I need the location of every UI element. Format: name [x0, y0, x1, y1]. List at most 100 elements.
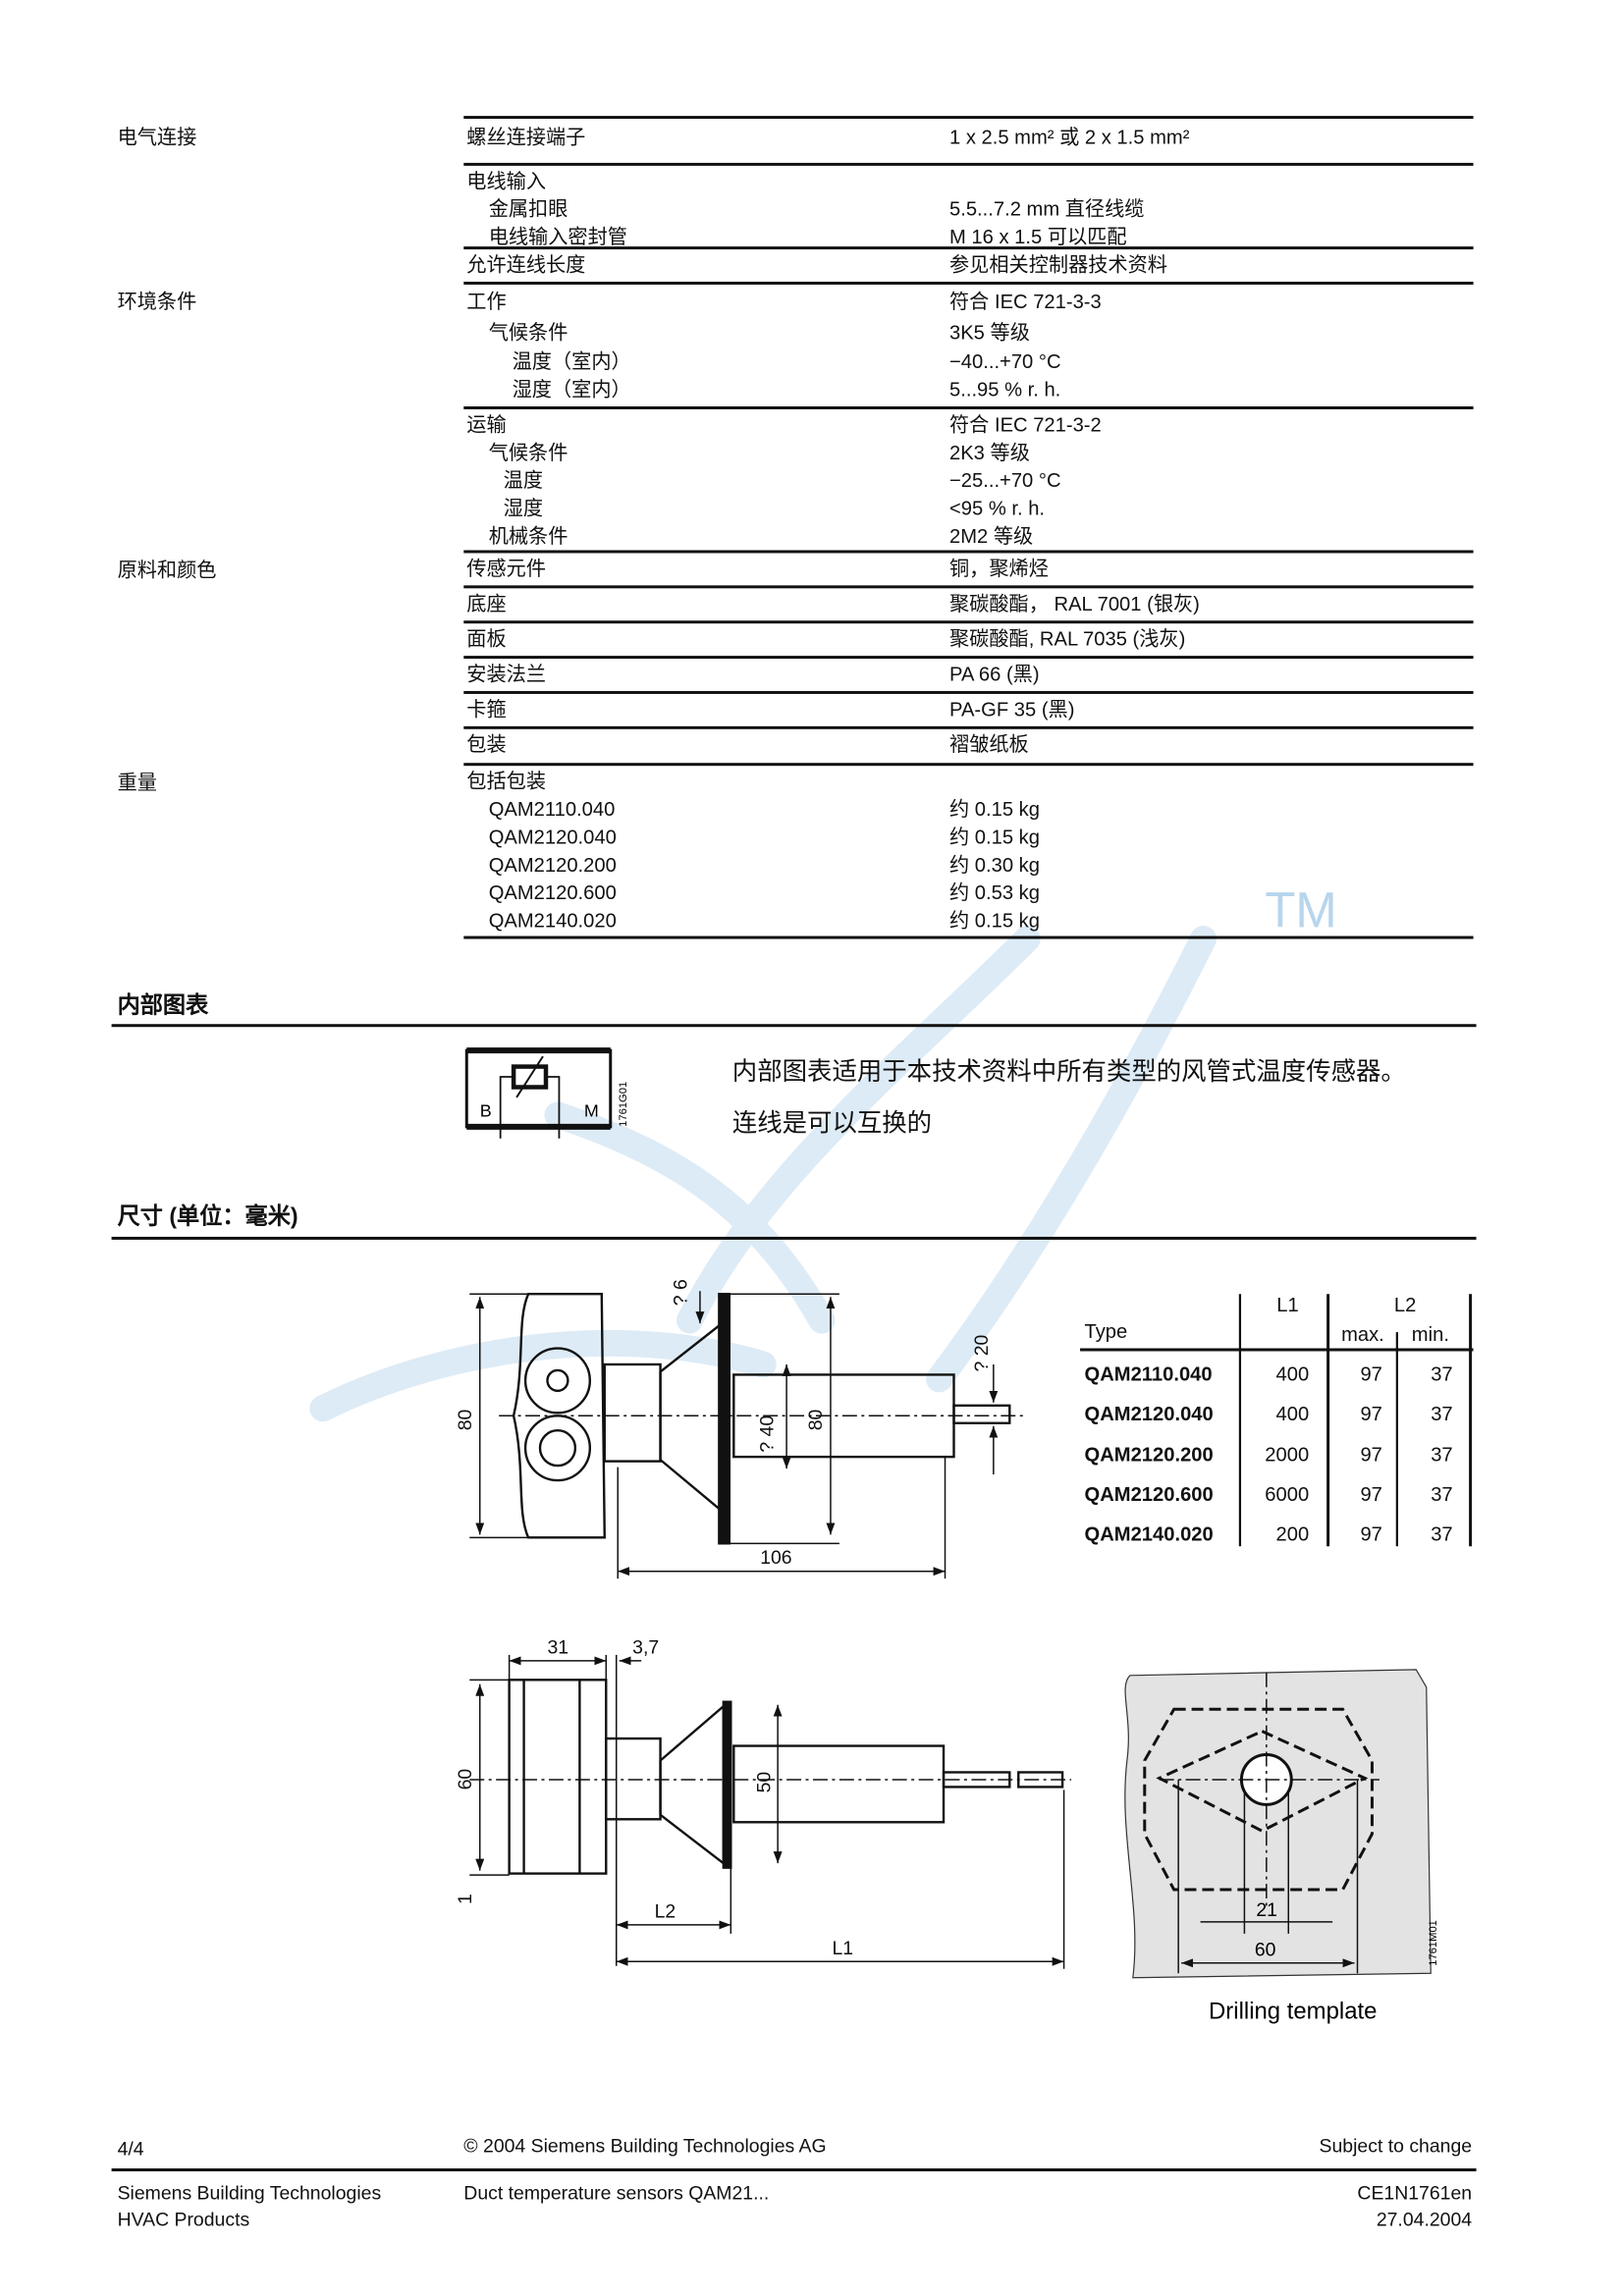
- spec-label: 螺丝连接端子: [466, 126, 586, 148]
- spec-row: 包括包装: [463, 768, 1473, 795]
- header-min: min.: [1411, 1323, 1449, 1346]
- spec-value: −40...+70 °C: [949, 350, 1061, 373]
- section-label: 环境条件: [117, 290, 197, 313]
- spec-group: 原料和颜色传感元件铜，聚烯烃: [118, 550, 1474, 585]
- spec-value: 褶皱纸板: [949, 733, 1029, 756]
- subject-to-change: Subject to change: [1319, 2134, 1473, 2158]
- spec-row: 湿度（室内）5...95 % r. h.: [463, 376, 1473, 403]
- drilling-template-drawing: 21 60 1761M01 Drilling template: [1124, 1669, 1439, 2025]
- svg-text:80: 80: [455, 1409, 476, 1430]
- spec-label: 运输: [466, 413, 507, 436]
- svg-text:21: 21: [1256, 1899, 1277, 1921]
- spec-value: 约 0.15 kg: [949, 909, 1040, 933]
- spec-row: 底座 聚碳酸酯， RAL 7001 (银灰): [463, 590, 1473, 617]
- top-view-drawing: [469, 1291, 1028, 1579]
- svg-text:1761M01: 1761M01: [1428, 1920, 1439, 1966]
- spec-label: QAM2140.020: [488, 909, 617, 933]
- spec-value: 3K5 等级: [949, 321, 1030, 344]
- terminal-b-label: B: [480, 1100, 492, 1120]
- header-l2: L2: [1393, 1294, 1417, 1316]
- svg-text:L1: L1: [832, 1938, 853, 1959]
- internal-note-2: 连线是可以互换的: [731, 1108, 933, 1138]
- cell-min: 37: [1431, 1522, 1453, 1546]
- internal-diagram-heading: 内部图表: [117, 992, 209, 1019]
- cell-max: 97: [1360, 1443, 1382, 1466]
- cell-type: QAM2120.600: [1084, 1482, 1214, 1506]
- spec-value: 2M2 等级: [949, 525, 1034, 548]
- header-max: max.: [1341, 1323, 1384, 1346]
- spec-label: 面板: [466, 627, 507, 651]
- svg-text:1: 1: [455, 1894, 476, 1904]
- spec-label: 电线输入: [466, 170, 546, 192]
- divider: [111, 1236, 1477, 1240]
- spec-value: PA 66 (黑): [949, 663, 1040, 685]
- header-l1: L1: [1276, 1294, 1299, 1316]
- svg-text:60: 60: [455, 1769, 476, 1790]
- internal-note-1: 内部图表适用于本技术资料中所有类型的风管式温度传感器。: [731, 1057, 1406, 1087]
- cell-max: 97: [1360, 1522, 1382, 1546]
- section-label: 重量: [117, 772, 157, 794]
- drilling-template-caption: Drilling template: [1209, 1999, 1377, 2025]
- spec-value: 约 0.15 kg: [949, 798, 1040, 821]
- spec-label: 包括包装: [466, 770, 546, 793]
- divider: [111, 1024, 1477, 1028]
- cell-l1: 400: [1275, 1403, 1310, 1425]
- spec-value: 5...95 % r. h.: [949, 378, 1061, 401]
- spec-label: 包装: [466, 733, 507, 756]
- spec-label: 允许连线长度: [466, 253, 586, 276]
- company-name: Siemens Building Technologies: [117, 2181, 382, 2204]
- spec-group: 底座 聚碳酸酯， RAL 7001 (银灰): [463, 585, 1474, 620]
- spec-value: 参见相关控制器技术资料: [949, 253, 1167, 276]
- spec-value: −25...+70 °C: [949, 469, 1061, 492]
- copyright: © 2004 Siemens Building Technologies AG: [463, 2134, 827, 2158]
- spec-value: 5.5...7.2 mm 直径线缆: [949, 197, 1145, 221]
- spec-value: PA-GF 35 (黑): [949, 698, 1075, 721]
- spec-value: 聚碳酸酯， RAL 7001 (银灰): [949, 592, 1200, 615]
- header-type: Type: [1084, 1320, 1128, 1343]
- internal-wiring-diagram: B M 1761G01: [464, 1047, 629, 1139]
- spec-label: QAM2110.040: [488, 798, 616, 821]
- cell-type: QAM2110.040: [1084, 1362, 1213, 1385]
- spec-value: 聚碳酸酯, RAL 7035 (浅灰): [949, 627, 1186, 651]
- cell-l1: 2000: [1265, 1443, 1310, 1466]
- spec-value: 符合 IEC 721-3-2: [949, 413, 1102, 436]
- spec-label: 机械条件: [488, 525, 568, 548]
- spec-label: 安装法兰: [466, 663, 546, 685]
- spec-label: 底座: [466, 592, 507, 615]
- spec-label: 湿度: [503, 497, 544, 520]
- spec-row: 电线输入: [463, 167, 1473, 194]
- spec-label: QAM2120.200: [488, 853, 617, 877]
- svg-text:L2: L2: [655, 1900, 676, 1922]
- spec-row: 温度（室内） −40...+70 °C: [463, 347, 1473, 375]
- spec-row: 温度−25...+70 °C: [463, 466, 1473, 494]
- spec-label: 电线输入密封管: [488, 226, 627, 248]
- spec-group: 允许连线长度 参见相关控制器技术资料: [463, 246, 1474, 282]
- cell-type: QAM2120.200: [1084, 1443, 1214, 1466]
- spec-group: 重量 包括包装 QAM2110.040 约 0.15 kg QAM2120.040 约 0…: [118, 763, 1474, 939]
- spec-value: 约 0.15 kg: [949, 826, 1040, 848]
- section-label: 电气连接: [117, 126, 197, 148]
- spec-label: 金属扣眼: [488, 197, 568, 221]
- spec-label: 温度（室内）: [512, 350, 631, 373]
- cell-min: 37: [1431, 1403, 1453, 1425]
- spec-label: QAM2120.040: [488, 826, 617, 848]
- page-number: 4/4: [117, 2137, 144, 2161]
- svg-text:? 40: ? 40: [757, 1415, 779, 1453]
- cell-min: 37: [1431, 1362, 1453, 1385]
- spec-value: 约 0.53 kg: [949, 881, 1040, 904]
- spec-row: QAM2120.040 约 0.15 kg: [463, 823, 1473, 850]
- spec-row: 工作符合 IEC 721-3-3: [463, 286, 1473, 318]
- spec-value: 铜，聚烯烃: [949, 557, 1049, 580]
- spec-row: 安装法兰 PA 66 (黑): [463, 661, 1473, 688]
